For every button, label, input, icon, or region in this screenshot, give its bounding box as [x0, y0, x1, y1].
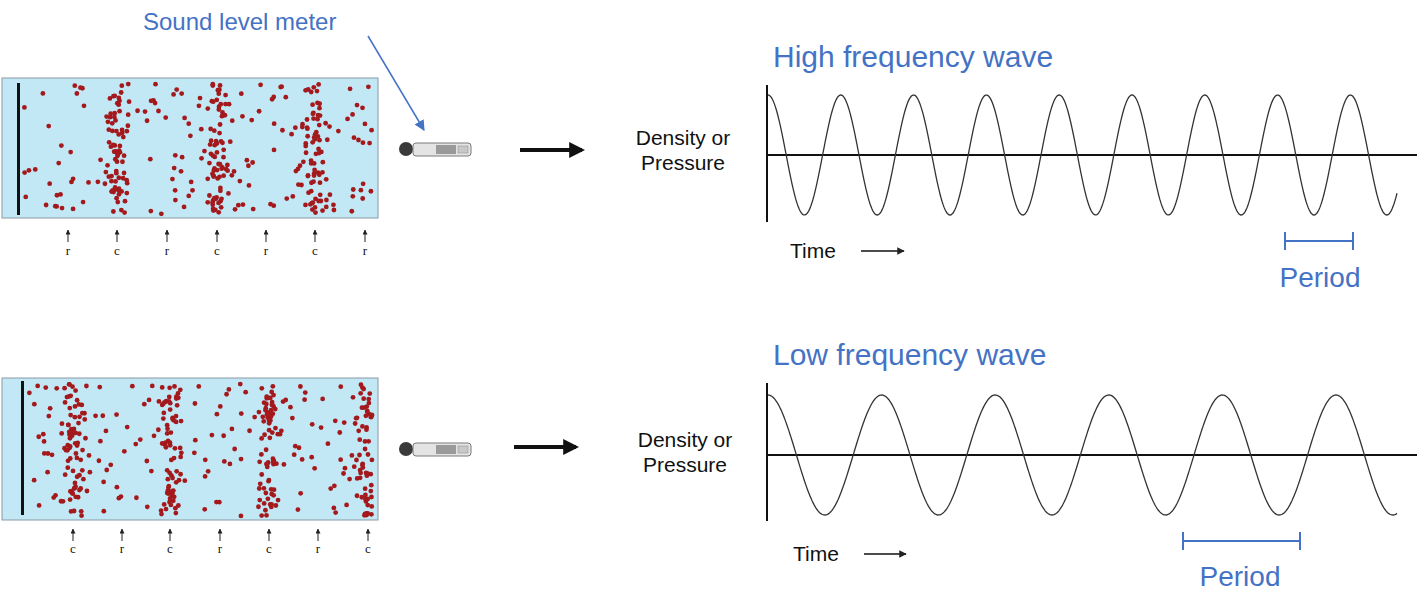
- air-particles: [22, 82, 374, 519]
- axis-label: Time: [790, 238, 836, 263]
- sound-level-meter: [399, 142, 471, 156]
- region-letter: r: [218, 541, 222, 557]
- speaker-plate: [21, 381, 24, 515]
- air-tube: [2, 78, 378, 218]
- region-letter: c: [312, 243, 318, 259]
- x-axis: [767, 154, 1417, 156]
- axis-label: Density or Pressure: [633, 125, 733, 175]
- x-axis: [767, 454, 1417, 456]
- region-letter: r: [165, 243, 169, 259]
- callout-label: Sound level meter: [143, 8, 336, 37]
- period-bracket: [1285, 232, 1353, 250]
- period-bracket: [1183, 532, 1300, 550]
- region-letter: c: [214, 243, 220, 259]
- leader-line: [368, 36, 424, 130]
- flow-arrow: [520, 148, 582, 152]
- period-label: Period: [1280, 261, 1361, 295]
- y-axis: [766, 85, 768, 222]
- wave-title: Low frequency wave: [773, 337, 1047, 373]
- wave-title: High frequency wave: [773, 39, 1053, 75]
- region-letter: r: [264, 243, 268, 259]
- position-arrows: [68, 230, 368, 541]
- speaker-plate: [17, 83, 20, 215]
- period-label: Period: [1200, 560, 1281, 594]
- y-axis: [766, 383, 768, 521]
- region-letter: r: [316, 541, 320, 557]
- air-tube: [2, 378, 378, 520]
- region-letter: c: [365, 541, 371, 557]
- sound-level-meter: [399, 442, 471, 456]
- region-letter: r: [363, 243, 367, 259]
- time-arrow: [861, 250, 904, 252]
- region-letter: c: [114, 243, 120, 259]
- region-letter: r: [120, 541, 124, 557]
- axis-label: Time: [793, 541, 839, 566]
- region-letter: c: [266, 541, 272, 557]
- region-letter: r: [66, 243, 70, 259]
- waves: [768, 95, 1397, 515]
- flow-arrow: [514, 445, 576, 449]
- region-letter: c: [70, 541, 76, 557]
- axis-label: Density or Pressure: [635, 427, 735, 477]
- time-arrow: [864, 553, 906, 555]
- region-letter: c: [167, 541, 173, 557]
